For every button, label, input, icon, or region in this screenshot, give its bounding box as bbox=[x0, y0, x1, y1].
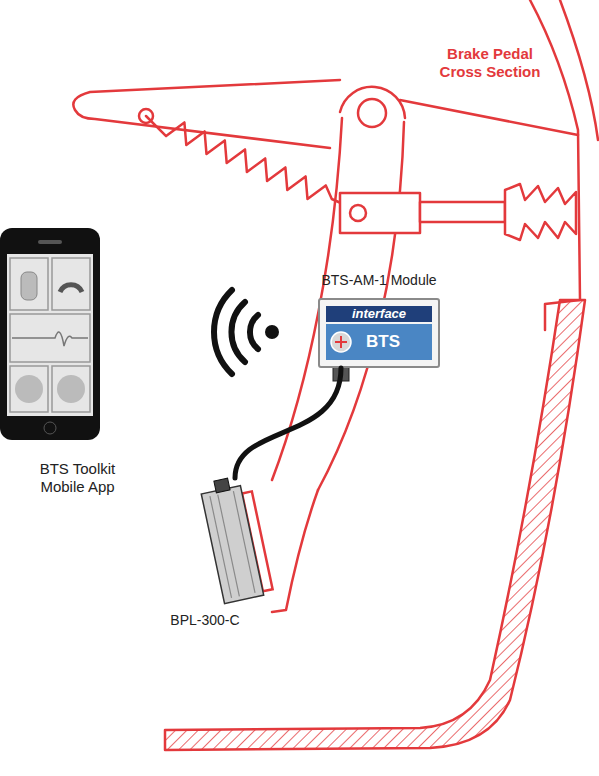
cable-gland bbox=[333, 367, 349, 381]
sensor-label: BPL-300-C bbox=[145, 612, 265, 629]
module-node: BTS-AM-1 ModuleinterfaceBTS bbox=[318, 298, 440, 368]
sensor-node: BPL-300-C bbox=[200, 478, 270, 606]
sensor-icon bbox=[330, 331, 352, 353]
phone-screen bbox=[7, 254, 93, 416]
sensor-ridges bbox=[210, 491, 255, 598]
app-waveform bbox=[12, 332, 88, 346]
rubber-boot bbox=[505, 184, 576, 240]
phone-node: BTS Toolkit Mobile App bbox=[0, 228, 100, 440]
phone-speaker bbox=[38, 240, 62, 244]
home-button bbox=[44, 422, 56, 434]
pushrod bbox=[420, 202, 505, 222]
section-label: Brake Pedal Cross Section bbox=[425, 45, 555, 81]
sensor-connector bbox=[214, 478, 230, 493]
bracket-line bbox=[400, 100, 578, 135]
pedal-arm bbox=[272, 490, 318, 612]
firewall-line bbox=[530, 0, 580, 330]
firewall-line bbox=[560, 0, 598, 140]
wireless-symbol bbox=[214, 290, 279, 374]
module-title: BTS-AM-1 Module bbox=[290, 272, 468, 289]
return-spring bbox=[146, 116, 352, 208]
pedal-force-sensor bbox=[200, 478, 270, 606]
app-button bbox=[57, 375, 85, 403]
clevis bbox=[340, 193, 420, 233]
app-icon bbox=[21, 272, 37, 300]
pivot-hub bbox=[340, 87, 405, 118]
pedal-lever bbox=[73, 80, 340, 148]
app-panels bbox=[10, 258, 90, 412]
app-label: BTS Toolkit Mobile App bbox=[25, 460, 130, 496]
pivot-pin bbox=[358, 99, 386, 127]
app-button bbox=[15, 375, 43, 403]
product-badge: BTS bbox=[358, 332, 408, 352]
phone-graphic bbox=[0, 228, 100, 440]
app-gauge bbox=[60, 285, 82, 292]
brand-logo: interface bbox=[326, 306, 432, 322]
clevis-pin bbox=[350, 205, 366, 221]
sensor-body bbox=[201, 486, 263, 604]
signal-cable bbox=[235, 368, 341, 478]
phone-body bbox=[0, 228, 100, 440]
